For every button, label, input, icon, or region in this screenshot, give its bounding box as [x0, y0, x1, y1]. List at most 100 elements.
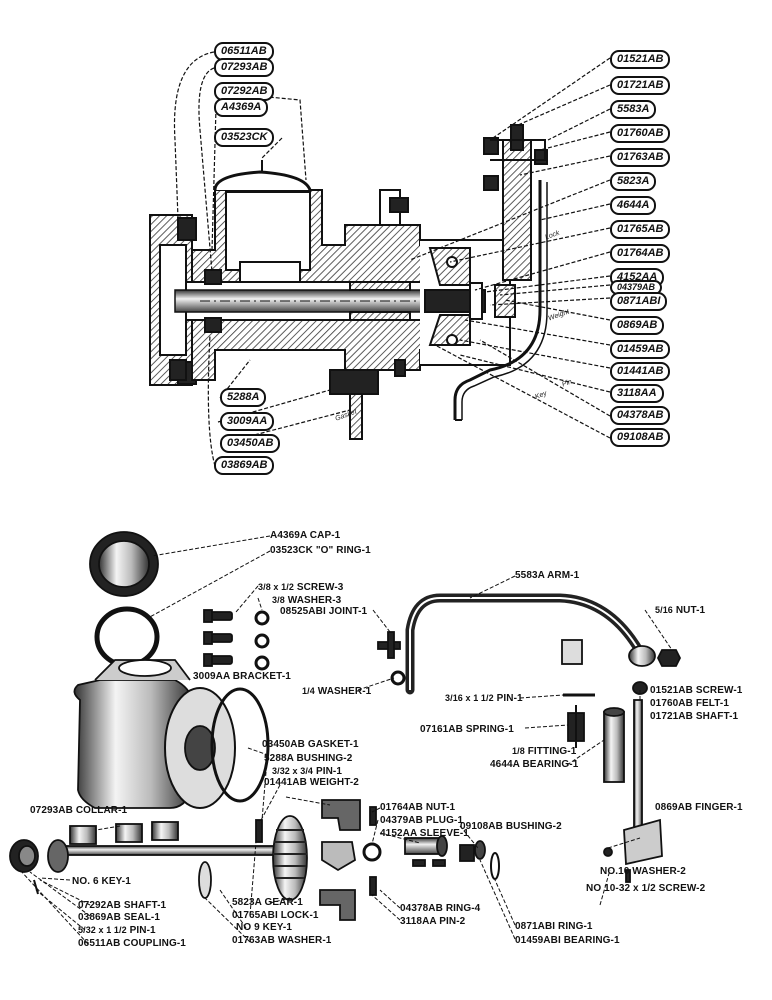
label-pin-2: 3118AA PIN-2: [400, 916, 466, 927]
screw-set: [203, 609, 233, 667]
tag-07292ab: 07292AB: [214, 82, 275, 101]
label-seal: 03869AB SEAL-1: [78, 912, 160, 923]
tag-09108ab: 09108AB: [610, 428, 671, 447]
fitting-text: FITTING-1: [527, 746, 577, 757]
pin-small-text: PIN-1: [315, 766, 342, 777]
label-fitting: 1/8 FITTING-1: [512, 745, 576, 758]
label-nut: 5/16 NUT-1: [655, 604, 705, 617]
washer1-text: WASHER-1: [317, 686, 372, 697]
exploded-leaders: [19, 535, 673, 945]
label-key-9: NO 9 KEY-1: [236, 922, 293, 933]
label-washer-2: NO.10 WASHER-2: [600, 866, 686, 877]
gear-part: [272, 815, 308, 901]
vertical-shaft-part: [633, 699, 643, 831]
label-felt: 01760AB FELT-1: [650, 698, 730, 709]
tag-5823a: 5823A: [610, 172, 657, 191]
label-ring-4: 04378AB RING-4: [400, 903, 481, 914]
pin1-size: 3/16 x 1 1/2: [445, 693, 494, 703]
label-coupling: 06511AB COUPLING-1: [78, 938, 186, 949]
tag-01763ab: 01763AB: [610, 148, 671, 167]
label-screw-01521ab: 01521AB SCREW-1: [650, 685, 743, 696]
sectional-leaders: [173, 51, 611, 467]
bearing-part: [603, 711, 625, 783]
nut-size: 5/16: [655, 605, 673, 615]
tag-07293ab: 07293AB: [214, 58, 275, 77]
pin-small-size: 3/32 x 3/4: [272, 766, 314, 776]
label-shaft-01721ab: 01721AB SHAFT-1: [650, 711, 739, 722]
screw3-size: 3/8 x 1/2: [258, 582, 294, 592]
tag-01521ab: 01521AB: [610, 50, 671, 69]
tag-03523ck: 03523CK: [214, 128, 275, 147]
label-bushing-09108ab: 09108AB BUSHING-2: [460, 821, 562, 832]
label-gasket: 03450AB GASKET-1: [262, 739, 359, 750]
pin-coupling-text: PIN-1: [129, 925, 156, 936]
tag-06511ab: 06511AB: [214, 42, 274, 61]
weight-part-top: [321, 799, 361, 831]
label-bearing-4644a: 4644A BEARING-1: [490, 759, 579, 770]
o-ring-part: [94, 606, 160, 668]
screw3-text: SCREW-3: [296, 582, 344, 593]
tag-04378ab: 04378AB: [610, 406, 671, 425]
tag-3118aa: 3118AA: [610, 384, 664, 403]
label-lock: 01765ABI LOCK-1: [232, 910, 319, 921]
tag-3009aa: 3009AA: [220, 412, 275, 431]
label-spring: 07161AB SPRING-1: [420, 724, 514, 735]
washer-set: [254, 610, 270, 671]
label-plug: 04379AB PLUG-1: [380, 815, 464, 826]
collar-part: [69, 825, 97, 845]
tag-03869ab: 03869AB: [214, 456, 275, 475]
cover-plate: [453, 180, 542, 420]
tag-5583a: 5583A: [610, 100, 657, 119]
flange-bolt-top: [177, 217, 197, 241]
nut-text: NUT-1: [675, 605, 706, 616]
washer3-size: 3/8: [272, 595, 285, 605]
tag-5288a: 5288A: [220, 388, 267, 407]
label-washer-3: 3/8 WASHER-3: [272, 594, 341, 607]
label-cap: A4369A CAP-1: [270, 530, 341, 541]
joint-part: [377, 631, 401, 659]
label-ring-0871abi: 0871ABI RING-1: [515, 921, 593, 932]
tag-01760ab: 01760AB: [610, 124, 671, 143]
label-joint: 08525ABI JOINT-1: [280, 606, 368, 617]
label-nut-01764ab: 01764AB NUT-1: [380, 802, 456, 813]
tag-0871abi: 0871ABI: [610, 292, 668, 311]
label-pin-coupling: 5/32 x 1 1/2 PIN-1: [78, 924, 156, 937]
tag-a4369a: A4369A: [214, 98, 269, 117]
label-pin-small: 3/32 x 3/4 PIN-1: [272, 765, 342, 778]
label-bushing-5288a: 5288A BUSHING-2: [264, 753, 353, 764]
label-shaft-07292ab: 07292AB SHAFT-1: [78, 900, 167, 911]
label-key-6: NO. 6 KEY-1: [72, 876, 131, 887]
label-finger: 0869AB FINGER-1: [655, 802, 743, 813]
label-bracket: 3009AA BRACKET-1: [193, 671, 291, 682]
label-arm: 5583A ARM-1: [515, 570, 580, 581]
tag-0869ab: 0869AB: [610, 316, 665, 335]
pin-coupling-size: 5/32 x 1 1/2: [78, 925, 127, 935]
label-bearing-01459abi: 01459ABI BEARING-1: [515, 935, 620, 946]
bracket-section: [329, 369, 379, 395]
pin1-text: PIN-1: [496, 693, 523, 704]
label-collar: 07293AB COLLAR-1: [30, 805, 128, 816]
finger-part: [623, 818, 663, 866]
tag-03450ab: 03450AB: [220, 434, 281, 453]
washer1-size: 1/4: [302, 686, 315, 696]
label-weight: 01441AB WEIGHT-2: [264, 777, 359, 788]
tag-01441ab: 01441AB: [610, 362, 671, 381]
gasket-part: [210, 687, 270, 803]
shaft-part: [59, 845, 296, 856]
tag-01765ab: 01765AB: [610, 220, 671, 239]
label-o-ring: 03523CK "O" RING-1: [270, 545, 371, 556]
cap-dome: [213, 170, 312, 191]
label-screw-3: 3/8 x 1/2 SCREW-3: [258, 581, 343, 594]
sectional-view: [149, 124, 548, 440]
tag-01764ab: 01764AB: [610, 244, 671, 263]
exploded-view: [9, 531, 682, 921]
label-screw-2: NO 10-32 x 1/2 SCREW-2: [586, 883, 706, 894]
tag-01459ab: 01459AB: [610, 340, 671, 359]
label-sleeve: 4152AA SLEEVE-1: [380, 828, 469, 839]
label-pin-1: 3/16 x 1 1/2 PIN-1: [445, 692, 523, 705]
washer3-text: WASHER-3: [287, 595, 342, 606]
tag-01721ab: 01721AB: [610, 76, 671, 95]
fitting-size: 1/8: [512, 746, 525, 756]
vertical-shaft-housing: [502, 139, 532, 281]
